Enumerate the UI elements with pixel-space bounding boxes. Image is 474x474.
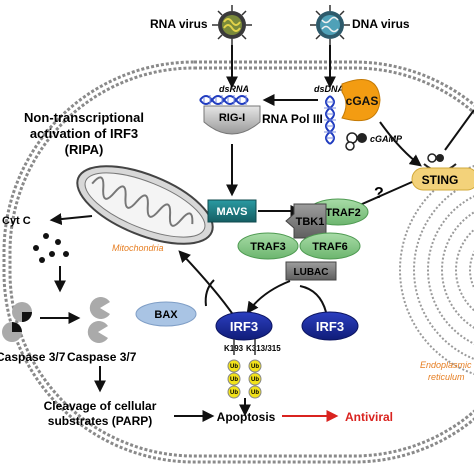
svg-text:Ub: Ub bbox=[230, 364, 238, 370]
rig-i-label: RIG-I bbox=[219, 112, 245, 124]
irf3-right-label: IRF3 bbox=[316, 319, 344, 334]
traf3 bbox=[237, 232, 299, 260]
cell-membrane bbox=[2, 60, 474, 464]
traf3-label: TRAF3 bbox=[250, 241, 285, 253]
antiviral-label: Antiviral bbox=[345, 410, 393, 424]
arrow-mito-cytc bbox=[49, 213, 93, 226]
line-irf3-right-lubac bbox=[299, 285, 327, 313]
mitochondria-icon bbox=[76, 165, 214, 245]
rna-virus-icon bbox=[212, 5, 252, 45]
svg-text:Ub: Ub bbox=[251, 390, 259, 396]
arrow-cgamp-sting bbox=[379, 121, 422, 167]
mitochondria-label: Mitochondria bbox=[112, 243, 164, 253]
irf3-left-label: IRF3 bbox=[230, 319, 258, 334]
arrow-irf3-mito bbox=[178, 250, 235, 317]
bax: BAX bbox=[135, 301, 197, 327]
mavs: MAVS bbox=[207, 199, 257, 223]
dsrna-helix bbox=[199, 95, 249, 105]
svg-text:Ub: Ub bbox=[230, 377, 238, 383]
dsdna-helix bbox=[324, 95, 336, 145]
caspase-right-label: Caspase 3/7 bbox=[67, 350, 137, 364]
traf6-label: TRAF6 bbox=[312, 241, 347, 253]
cgamp-icon bbox=[345, 132, 367, 151]
rna-virus-label: RNA virus bbox=[150, 17, 208, 31]
tbk1-label: TBK1 bbox=[296, 216, 325, 228]
tbk1-complex: TRAF2 TBK1 TRAF3 TRAF6 LUBAC bbox=[237, 198, 369, 281]
ripa-line2: activation of IRF3 bbox=[30, 126, 138, 141]
mavs-label: MAVS bbox=[217, 206, 248, 218]
traf2-label: TRAF2 bbox=[325, 207, 360, 219]
ripa-line1: Non-transcriptional bbox=[24, 110, 144, 125]
bax-label: BAX bbox=[154, 309, 178, 321]
er-label-line2: reticulum bbox=[428, 372, 465, 382]
caspase-left-icon bbox=[2, 302, 32, 342]
cgas: cGAS bbox=[341, 79, 381, 122]
dsrna-label: dsRNA bbox=[219, 84, 249, 94]
sting: STING bbox=[411, 153, 474, 191]
irf3-left: IRF3 bbox=[215, 311, 273, 341]
svg-text:Ub: Ub bbox=[230, 390, 238, 396]
arrow-lubac-irf3 bbox=[246, 280, 291, 314]
dna-virus-icon bbox=[310, 5, 350, 45]
rna-pol-iii-label: RNA Pol III bbox=[262, 112, 323, 126]
lubac bbox=[285, 261, 337, 281]
cleavage-line1: Cleavage of cellular bbox=[44, 399, 157, 413]
ubiquitin-chain-right: Ub Ub Ub bbox=[248, 339, 262, 399]
sting-label: STING bbox=[422, 173, 459, 187]
caspase-left-label: Caspase 3/7 bbox=[0, 350, 66, 364]
svg-text:Ub: Ub bbox=[251, 364, 259, 370]
cyt-c-dots bbox=[33, 233, 69, 263]
traf6 bbox=[299, 232, 361, 260]
apoptosis-label: Apoptosis bbox=[217, 410, 276, 424]
k313-label: K313/315 bbox=[246, 344, 281, 353]
er-label-line1: Endoplasmic bbox=[420, 360, 472, 370]
question-mark: ? bbox=[374, 185, 384, 202]
cgamp-label: cGAMP bbox=[370, 134, 403, 144]
cgas-label: cGAS bbox=[346, 94, 379, 108]
tbk1 bbox=[285, 203, 327, 239]
ripa-line3: (RIPA) bbox=[65, 142, 104, 157]
svg-text:Ub: Ub bbox=[251, 377, 259, 383]
rig-i: RIG-I bbox=[203, 105, 261, 135]
irf3-right: IRF3 bbox=[301, 311, 359, 341]
dna-virus-label: DNA virus bbox=[352, 17, 410, 31]
ubiquitin-chain-left: Ub Ub Ub bbox=[227, 339, 241, 399]
arrow-right-edge bbox=[444, 109, 474, 151]
lubac-label: LUBAC bbox=[294, 267, 329, 278]
cleavage-line2: substrates (PARP) bbox=[48, 414, 152, 428]
cyt-c-label: Cyt C bbox=[2, 215, 31, 227]
caspase-right-icon bbox=[87, 297, 110, 343]
endoplasmic-reticulum bbox=[399, 165, 474, 375]
dsdna-label: dsDNA bbox=[314, 84, 344, 94]
line-bax-mito bbox=[204, 279, 215, 307]
